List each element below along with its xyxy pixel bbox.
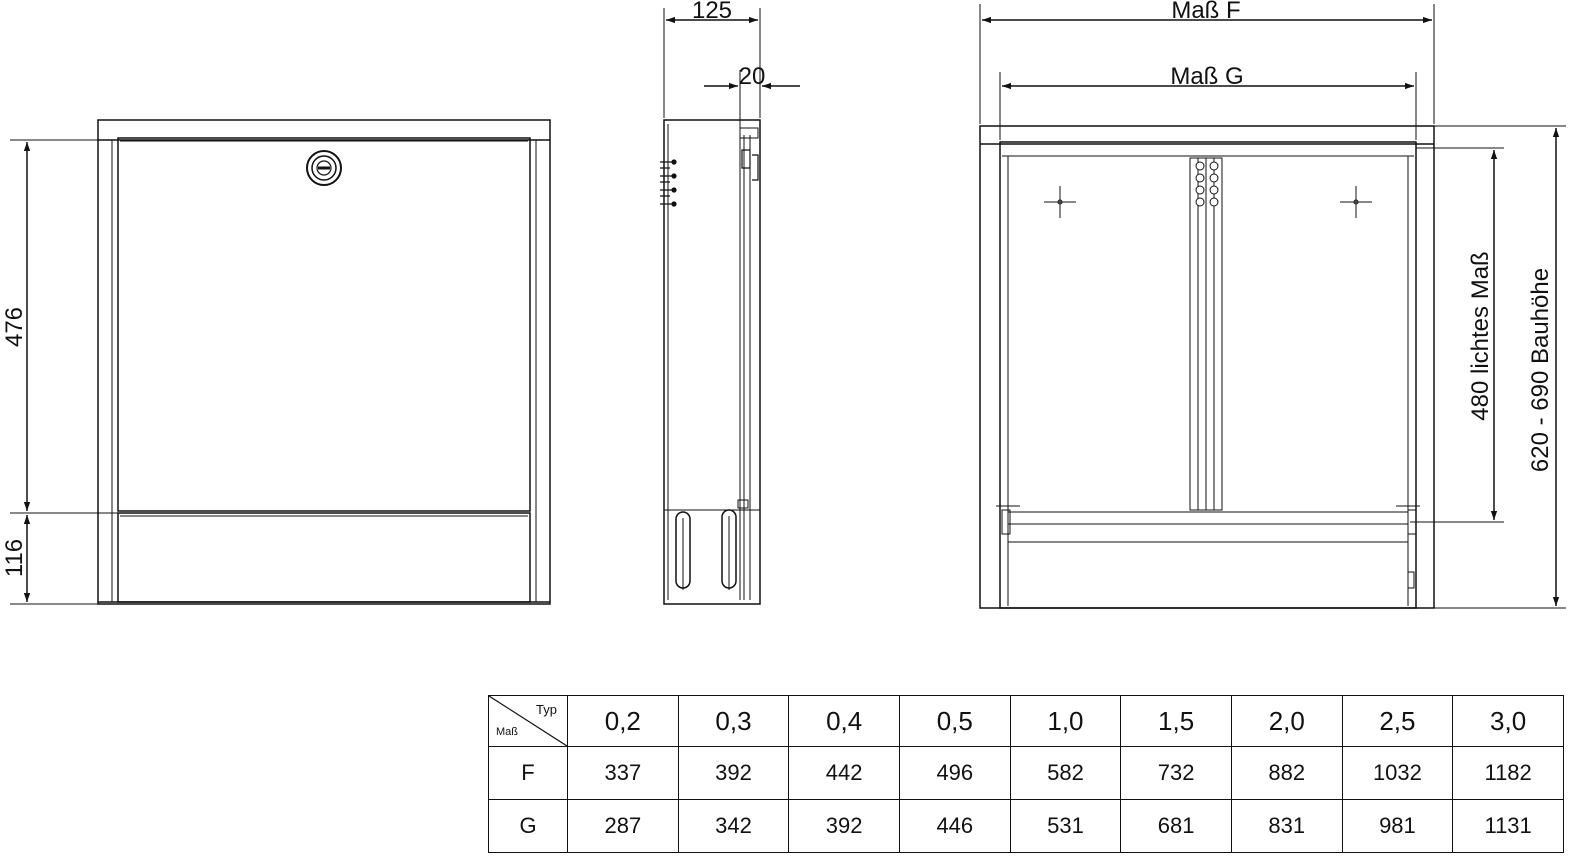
type-header: 2,5 <box>1341 695 1454 747</box>
mounting-mark-left <box>1044 186 1076 218</box>
table-row-f: F 337 392 442 496 582 732 882 1032 1182 <box>488 746 1564 800</box>
table-cell: 732 <box>1120 746 1232 800</box>
open-frame-outer <box>979 125 1435 609</box>
corner-type-label: Typ <box>536 702 557 717</box>
dim-clear-height-label: 480 lichtes Maß <box>1467 251 1494 420</box>
table-cell: 831 <box>1230 799 1343 853</box>
dim-depth-label: 125 <box>692 0 732 24</box>
distributor-rail <box>1189 157 1223 511</box>
dim-offset-label: 20 <box>739 63 766 90</box>
table-cell: 287 <box>567 799 679 853</box>
type-header: 1,5 <box>1120 695 1232 747</box>
table-cell: 531 <box>1009 799 1122 853</box>
table-cell: 342 <box>677 799 790 853</box>
dim-outer-width-label: Maß F <box>1171 0 1240 24</box>
table-cell: 681 <box>1120 799 1232 853</box>
table-cell: 337 <box>567 746 679 800</box>
table-cell: 442 <box>788 746 900 800</box>
type-header: 2,0 <box>1230 695 1343 747</box>
front-door <box>117 137 531 512</box>
mounting-mark-right <box>1340 186 1372 218</box>
open-view: Maß F Maß G 480 lichtes Maß 620 - 690 Ba… <box>979 0 1566 609</box>
dim-inner-width-label: Maß G <box>1170 63 1243 90</box>
corner-dimension-label: Maß <box>496 726 518 738</box>
table-row-g: G 287 342 392 446 531 681 831 981 1131 <box>488 799 1564 853</box>
table-cell: 496 <box>898 746 1011 800</box>
front-kickboard <box>117 512 531 603</box>
lock-icon <box>306 150 342 186</box>
row-label: G <box>488 799 568 853</box>
open-dimension-lines <box>979 4 1566 609</box>
lower-crossbar <box>996 494 1420 589</box>
table-cell: 1182 <box>1452 746 1564 800</box>
front-dimension-lines <box>10 139 118 605</box>
technical-drawing: 476 116 125 <box>1 0 1566 609</box>
table-cell: 1131 <box>1452 799 1564 853</box>
corner-diagonal <box>489 696 567 746</box>
table-cell: 392 <box>788 799 900 853</box>
table-cell: 392 <box>677 746 790 800</box>
type-header: 1,0 <box>1009 695 1122 747</box>
table-cell: 882 <box>1230 746 1343 800</box>
type-header: 3,0 <box>1452 695 1564 747</box>
table-cell: 981 <box>1341 799 1454 853</box>
dimension-table: Typ Maß 0,2 0,3 0,4 0,5 1,0 1,5 2,0 2,5 … <box>488 695 1564 853</box>
front-view: 476 116 <box>1 119 551 605</box>
table-cell: 582 <box>1009 746 1122 800</box>
type-header: 0,4 <box>788 695 900 747</box>
side-dimension-lines <box>663 8 800 128</box>
front-frame <box>97 119 551 605</box>
table-cell: 1032 <box>1341 746 1454 800</box>
dim-upper-label: 476 <box>1 307 28 347</box>
type-header: 0,2 <box>567 695 679 747</box>
row-label: F <box>488 746 568 800</box>
open-frame-inner <box>999 141 1417 609</box>
dim-build-height-label: 620 - 690 Bauhöhe <box>1527 268 1554 472</box>
table-cell: 446 <box>898 799 1011 853</box>
type-header: 0,3 <box>677 695 790 747</box>
table-header-row: Typ Maß 0,2 0,3 0,4 0,5 1,0 1,5 2,0 2,5 … <box>488 695 1564 747</box>
side-body <box>663 119 761 605</box>
dim-lower-label: 116 <box>1 539 28 577</box>
side-view: 125 20 <box>660 0 800 605</box>
type-header: 0,5 <box>898 695 1011 747</box>
table-corner-cell: Typ Maß <box>488 695 568 747</box>
side-connectors <box>660 159 677 207</box>
